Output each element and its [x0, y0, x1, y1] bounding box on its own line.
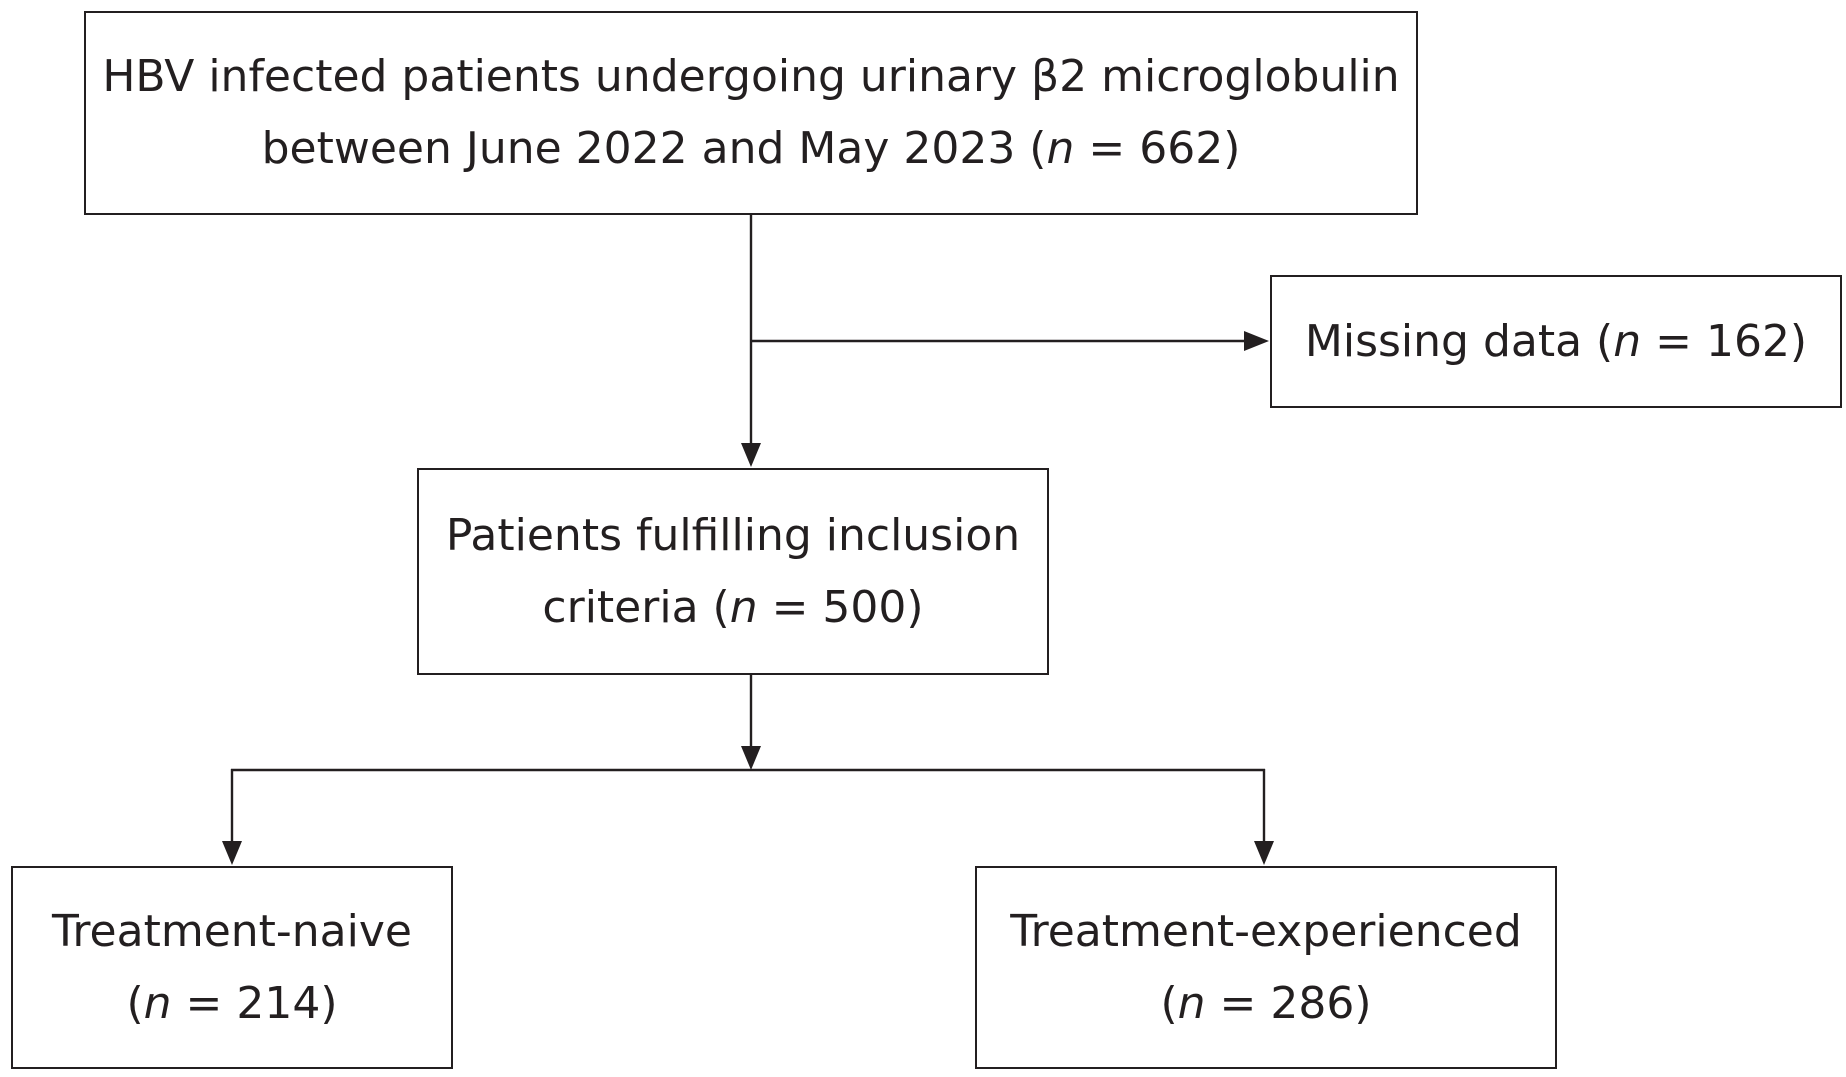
start-line-2: between June 2022 and May 2023 (n = 662): [262, 113, 1241, 185]
experienced-n-symbol: n: [1177, 977, 1206, 1029]
included-line-1: Patients fulfilling inclusion: [445, 509, 1021, 561]
included-n-symbol: n: [729, 581, 758, 633]
naive-line-1: Treatment-naive: [52, 905, 412, 957]
experienced-line-2-prefix: (: [1160, 977, 1178, 1029]
arrowhead-to-missing: [1244, 331, 1269, 351]
box-hbv-infected-patients: HBV infected patients undergoing urinary…: [84, 11, 1418, 215]
arrowhead-to-split: [741, 746, 761, 770]
included-line-2-suffix: = 500): [757, 581, 924, 633]
naive-line-2: (n = 214): [126, 968, 337, 1040]
start-line-1: HBV infected patients undergoing urinary…: [102, 51, 1400, 102]
box-inclusion-criteria: Patients fulfilling inclusion criteria (…: [417, 468, 1049, 675]
experienced-line-1: Treatment-experienced: [1010, 905, 1522, 957]
missing-n-symbol: n: [1613, 315, 1642, 367]
missing-line-1-prefix: Missing data (: [1304, 315, 1614, 367]
missing-line-1: Missing data (n = 162): [1305, 306, 1807, 378]
missing-line-1-suffix: = 162): [1641, 315, 1808, 367]
start-line-2-prefix: between June 2022 and May 2023 (: [261, 123, 1047, 174]
start-n-symbol: n: [1046, 123, 1075, 174]
arrowhead-to-experienced: [1254, 841, 1274, 865]
box-treatment-experienced: Treatment-experienced (n = 286): [975, 866, 1557, 1069]
box-treatment-naive: Treatment-naive (n = 214): [11, 866, 453, 1069]
naive-line-2-suffix: = 214): [171, 977, 338, 1029]
experienced-line-2: (n = 286): [1160, 968, 1371, 1040]
included-line-2: criteria (n = 500): [542, 572, 923, 644]
box-missing-data: Missing data (n = 162): [1270, 275, 1842, 408]
arrowhead-to-naive: [222, 841, 242, 865]
start-line-2-suffix: = 662): [1074, 123, 1241, 174]
naive-line-2-prefix: (: [126, 977, 144, 1029]
included-line-2-prefix: criteria (: [542, 581, 730, 633]
arrowhead-to-included: [741, 443, 761, 467]
experienced-line-2-suffix: = 286): [1205, 977, 1372, 1029]
naive-n-symbol: n: [143, 977, 172, 1029]
